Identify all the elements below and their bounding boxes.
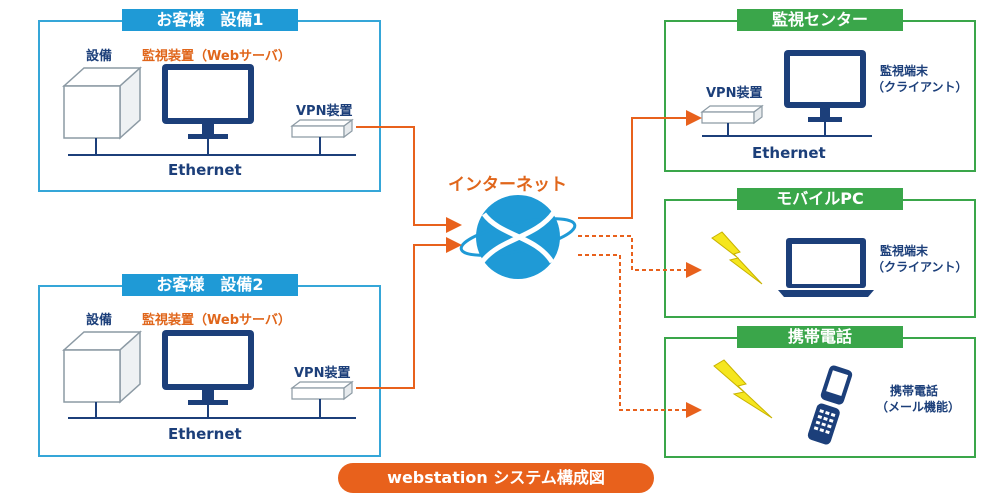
- flip-phone-icon: [807, 365, 853, 445]
- diagram-title-banner: webstation システム構成図: [338, 463, 654, 493]
- connector-lines: [356, 110, 702, 418]
- monitor-icon-1: [162, 64, 254, 139]
- connector-internet-mobilepc: [578, 235, 702, 278]
- vpn-label-2: VPN装置: [294, 366, 351, 381]
- phone-label-2: （メール機能）: [876, 400, 961, 414]
- internet-globe-icon: [459, 195, 577, 279]
- vpn-device-icon-1: [290, 118, 354, 139]
- vpn-label-center: VPN装置: [706, 86, 763, 101]
- vpn-device-icon-center: [700, 104, 764, 125]
- equipment-label-1: 設備: [86, 49, 113, 64]
- lightning-bolt-icon-phone: [713, 359, 773, 419]
- ethernet-line-1: [68, 137, 356, 156]
- monitoring-center-title: 監視センター: [737, 9, 903, 31]
- vpn-label-1: VPN装置: [296, 104, 353, 119]
- lightning-bolt-icon-pc: [711, 231, 763, 285]
- terminal-label-pc-2: （クライアント）: [872, 260, 968, 274]
- customer2-title: お客様 設備2: [122, 274, 298, 296]
- monitor-icon-2: [162, 330, 254, 405]
- equipment-box-2: [62, 330, 142, 404]
- vpn-device-icon-2: [290, 380, 354, 401]
- internet-label: インターネット: [448, 175, 567, 195]
- ethernet-label-center: Ethernet: [752, 144, 826, 162]
- mobile-phone-title: 携帯電話: [737, 326, 903, 348]
- terminal-monitor-icon-center: [784, 50, 866, 122]
- monitor-label-1: 監視装置（Webサーバ）: [142, 49, 291, 64]
- ethernet-line-2: [68, 399, 356, 419]
- ethernet-line-center: [702, 122, 872, 137]
- terminal-label-pc-1: 監視端末: [880, 244, 929, 258]
- ethernet-label-2: Ethernet: [168, 425, 242, 443]
- connector-internet-center: [578, 110, 702, 219]
- phone-label-1: 携帯電話: [890, 384, 939, 398]
- connector-customer2-internet: [356, 237, 462, 389]
- ethernet-label-1: Ethernet: [168, 161, 242, 179]
- laptop-icon: [778, 238, 874, 297]
- terminal-label-center-2: （クライアント）: [872, 80, 968, 94]
- equipment-label-2: 設備: [86, 313, 113, 328]
- connector-internet-phone: [578, 254, 702, 418]
- terminal-label-center-1: 監視端末: [880, 64, 929, 78]
- equipment-box-1: [62, 66, 142, 140]
- connector-customer1-internet: [356, 126, 462, 233]
- customer1-title: お客様 設備1: [122, 9, 298, 31]
- mobile-pc-title: モバイルPC: [737, 188, 903, 210]
- monitor-label-2: 監視装置（Webサーバ）: [142, 313, 291, 328]
